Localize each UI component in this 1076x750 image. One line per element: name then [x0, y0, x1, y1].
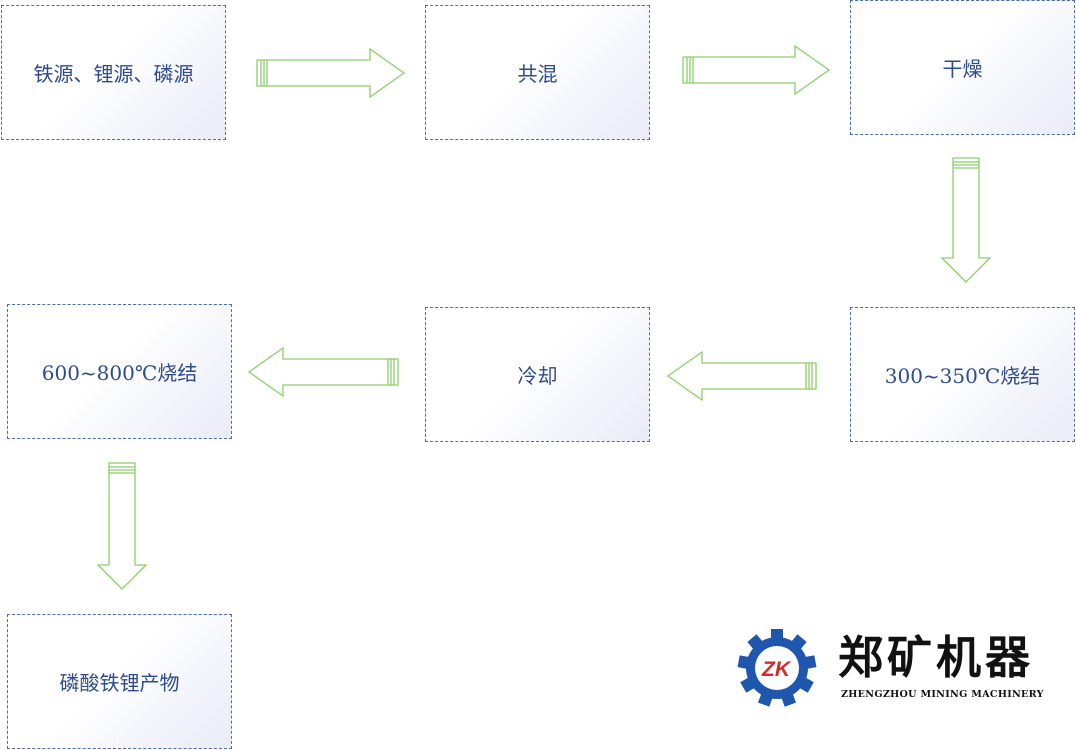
step-product-label: 磷酸铁锂产物	[59, 671, 180, 695]
step-mixing: 共混	[425, 5, 650, 140]
arrow-down-2	[96, 462, 148, 590]
step-product: 磷酸铁锂产物	[7, 614, 232, 749]
step-cooling: 冷却	[425, 307, 650, 442]
logo-cn-name: 郑矿机器	[838, 631, 1035, 684]
step-mixing-label: 共混	[517, 62, 558, 86]
arrow-left-2	[247, 346, 399, 398]
step-drying: 干燥	[850, 0, 1075, 135]
step-cooling-label: 冷却	[517, 364, 558, 388]
arrow-left-1	[666, 350, 817, 402]
arrow-down-1	[940, 157, 992, 283]
logo-gear-icon: ZK	[737, 629, 817, 707]
step-low-temp-sintering-label: 300~350℃烧结	[884, 364, 1041, 388]
logo-en-name: ZHENGZHOU MINING MACHINERY	[841, 689, 1044, 700]
step-drying-label: 干燥	[942, 57, 983, 81]
step-raw-materials: 铁源、锂源、磷源	[1, 5, 226, 140]
logo-gear-text: ZK	[761, 658, 792, 681]
arrow-right-2	[682, 44, 831, 96]
step-high-temp-sintering-label: 600~800℃烧结	[41, 361, 198, 385]
step-high-temp-sintering: 600~800℃烧结	[7, 304, 232, 439]
step-low-temp-sintering: 300~350℃烧结	[850, 307, 1075, 442]
step-raw-materials-label: 铁源、锂源、磷源	[33, 62, 194, 86]
arrow-right-1	[256, 47, 406, 99]
